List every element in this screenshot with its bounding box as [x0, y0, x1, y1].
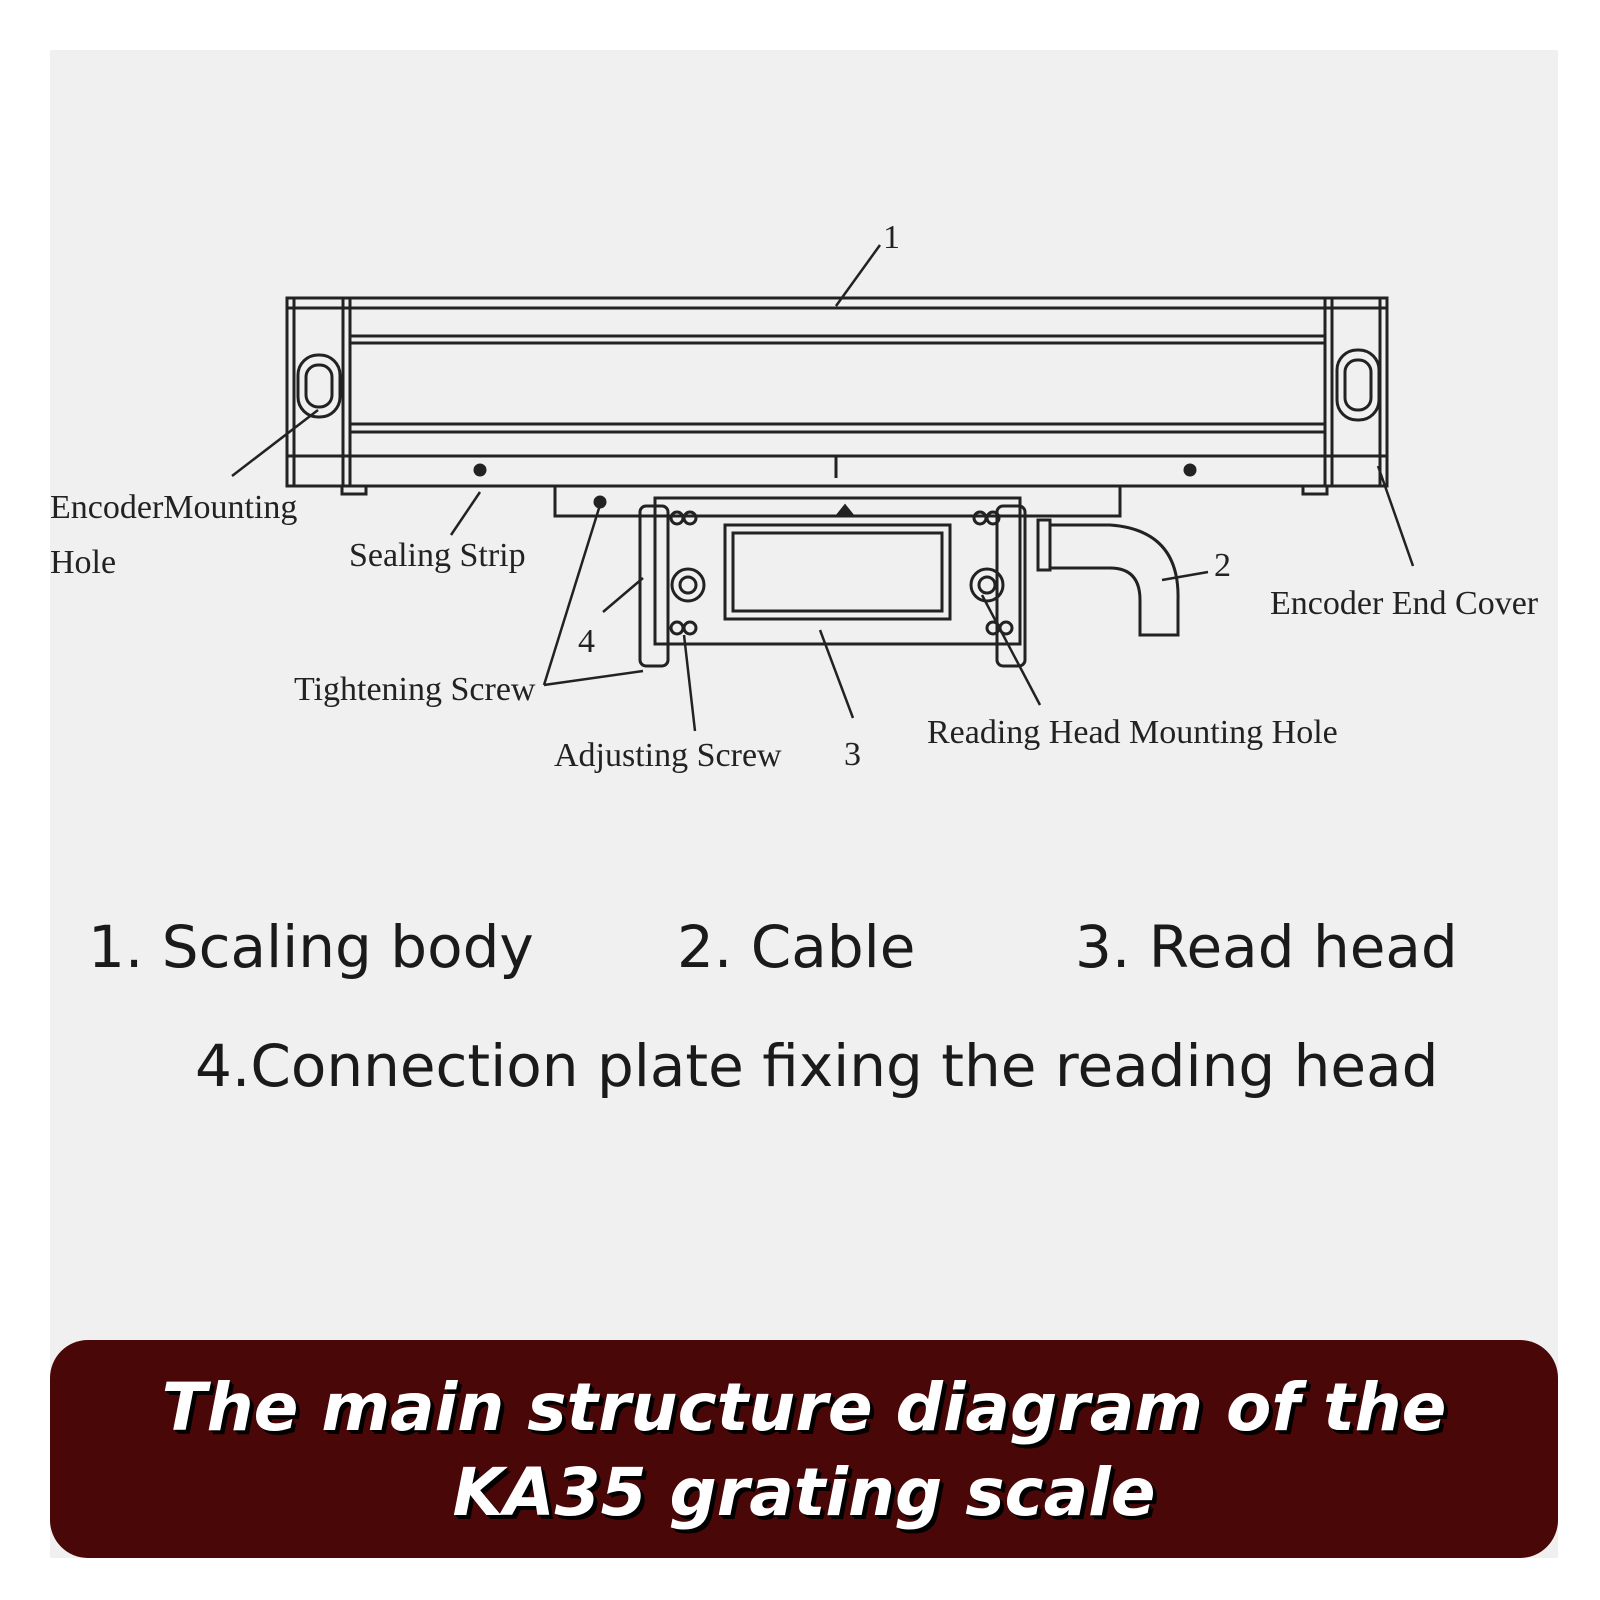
encoder-mounting-hole-label-line2: Hole	[50, 544, 116, 581]
scale-body	[285, 296, 1389, 496]
callout-number-4: 4	[578, 623, 595, 660]
reading-head	[593, 495, 1022, 646]
reading-head-mounting-hole-label: Reading Head Mounting Hole	[927, 714, 1338, 751]
encoder-end-cover-label: Encoder End Cover	[1270, 585, 1539, 622]
diagram-panel	[50, 50, 1558, 1558]
callout-number-3: 3	[844, 736, 861, 773]
banner-title-line-2: KA35 grating scale	[452, 1454, 1156, 1531]
callout-labels: 1 2 3 4 EncoderMounting Hole Sealing Str…	[50, 219, 1539, 774]
callout-number-2: 2	[1214, 547, 1231, 584]
legend-item-3: 3. Read head	[1075, 913, 1458, 981]
callout-number-1: 1	[883, 219, 900, 256]
left-end-cover	[285, 296, 352, 488]
tightening-screw-label: Tightening Screw	[294, 671, 536, 708]
legend-item-4: 4.Connection plate fixing the reading he…	[195, 1032, 1439, 1100]
right-end-cover	[1323, 296, 1389, 488]
encoder-mounting-hole-label: EncoderMounting	[50, 489, 297, 526]
cable	[1036, 518, 1180, 637]
banner-title-line-1: The main structure diagram of the	[161, 1369, 1447, 1446]
legend-item-1: 1. Scaling body	[88, 913, 534, 981]
title-banner: The main structure diagram of the KA35 g…	[50, 1340, 1558, 1558]
leader-lines	[231, 244, 1415, 732]
legend-item-2: 2. Cable	[677, 913, 916, 981]
sealing-strip-label: Sealing Strip	[349, 537, 526, 574]
adjusting-screw-label: Adjusting Screw	[554, 737, 782, 774]
